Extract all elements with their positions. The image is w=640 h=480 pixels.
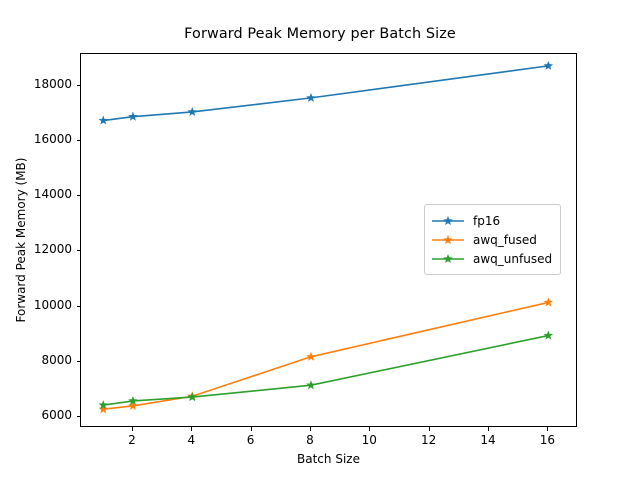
- legend-item-2[interactable]: awq_unfused: [431, 249, 552, 268]
- y-tick-label: 6000: [41, 407, 72, 422]
- x-tick-label: 2: [128, 433, 136, 447]
- data-point-marker: [98, 404, 109, 414]
- series-awq_unfused: [98, 330, 554, 410]
- data-point-marker: [98, 400, 109, 410]
- x-tick-mark: [191, 427, 193, 431]
- data-point-marker: [128, 111, 138, 121]
- legend-line-marker-icon-2: [431, 252, 465, 266]
- legend-line-marker-icon-1: [431, 233, 465, 247]
- y-tick-label: 18000: [33, 76, 72, 91]
- y-axis-label: Forward Peak Memory (MB): [14, 157, 28, 323]
- x-axis-label: Batch Size: [297, 452, 360, 466]
- y-tick-label: 12000: [33, 242, 72, 257]
- y-tick-mark: [76, 360, 80, 362]
- data-point-marker: [128, 395, 138, 405]
- legend-line-marker-icon-0: [431, 214, 465, 228]
- data-point-marker: [187, 392, 198, 402]
- data-point-marker: [543, 330, 554, 340]
- series-awq_fused: [98, 297, 554, 414]
- x-tick-mark: [131, 427, 133, 431]
- y-tick-mark: [76, 415, 80, 417]
- x-tick-label: 10: [361, 433, 377, 447]
- x-tick-label: 12: [421, 433, 437, 447]
- y-tick-mark: [76, 139, 80, 141]
- y-tick-label: 16000: [33, 131, 72, 146]
- legend-label-1: awq_fused: [473, 232, 537, 247]
- y-tick-mark: [76, 250, 80, 252]
- x-tick-label: 4: [187, 433, 196, 447]
- legend-label-0: fp16: [473, 213, 501, 228]
- x-tick-label: 16: [539, 433, 555, 447]
- data-point-marker: [543, 297, 554, 307]
- x-tick-mark: [250, 427, 252, 431]
- y-tick-label: 14000: [33, 187, 72, 202]
- y-tick-mark: [76, 84, 80, 86]
- data-series-canvas: [98, 60, 554, 414]
- series-fp16: [98, 60, 554, 125]
- chart-legend: fp16 awq_fused awq_unfused: [424, 204, 562, 275]
- plot-area: [80, 53, 577, 427]
- y-tick-mark: [76, 195, 80, 197]
- data-point-marker: [306, 351, 316, 361]
- series-line: [103, 301, 549, 411]
- x-tick-label: 8: [306, 433, 314, 447]
- data-point-marker: [306, 92, 316, 102]
- data-point-marker: [306, 380, 316, 390]
- legend-label-2: awq_unfused: [473, 251, 553, 266]
- data-point-marker: [128, 400, 138, 410]
- x-tick-mark: [547, 427, 549, 431]
- data-point-marker: [543, 60, 554, 70]
- y-tick-label: 10000: [33, 297, 72, 312]
- x-tick-mark: [428, 427, 430, 431]
- series-line: [103, 65, 549, 122]
- x-tick-label: 14: [480, 433, 496, 447]
- x-tick-mark: [369, 427, 371, 431]
- series-line: [103, 334, 549, 406]
- legend-item-1[interactable]: awq_fused: [431, 230, 552, 249]
- x-tick-label: 6: [246, 433, 255, 447]
- x-tick-mark: [309, 427, 311, 431]
- y-tick-label: 8000: [41, 352, 72, 367]
- data-point-marker: [187, 106, 198, 117]
- data-point-marker: [98, 115, 109, 125]
- chart-title: Forward Peak Memory per Batch Size: [184, 26, 456, 42]
- x-tick-mark: [487, 427, 489, 431]
- legend-item-0[interactable]: fp16: [431, 211, 552, 230]
- y-tick-mark: [76, 305, 80, 307]
